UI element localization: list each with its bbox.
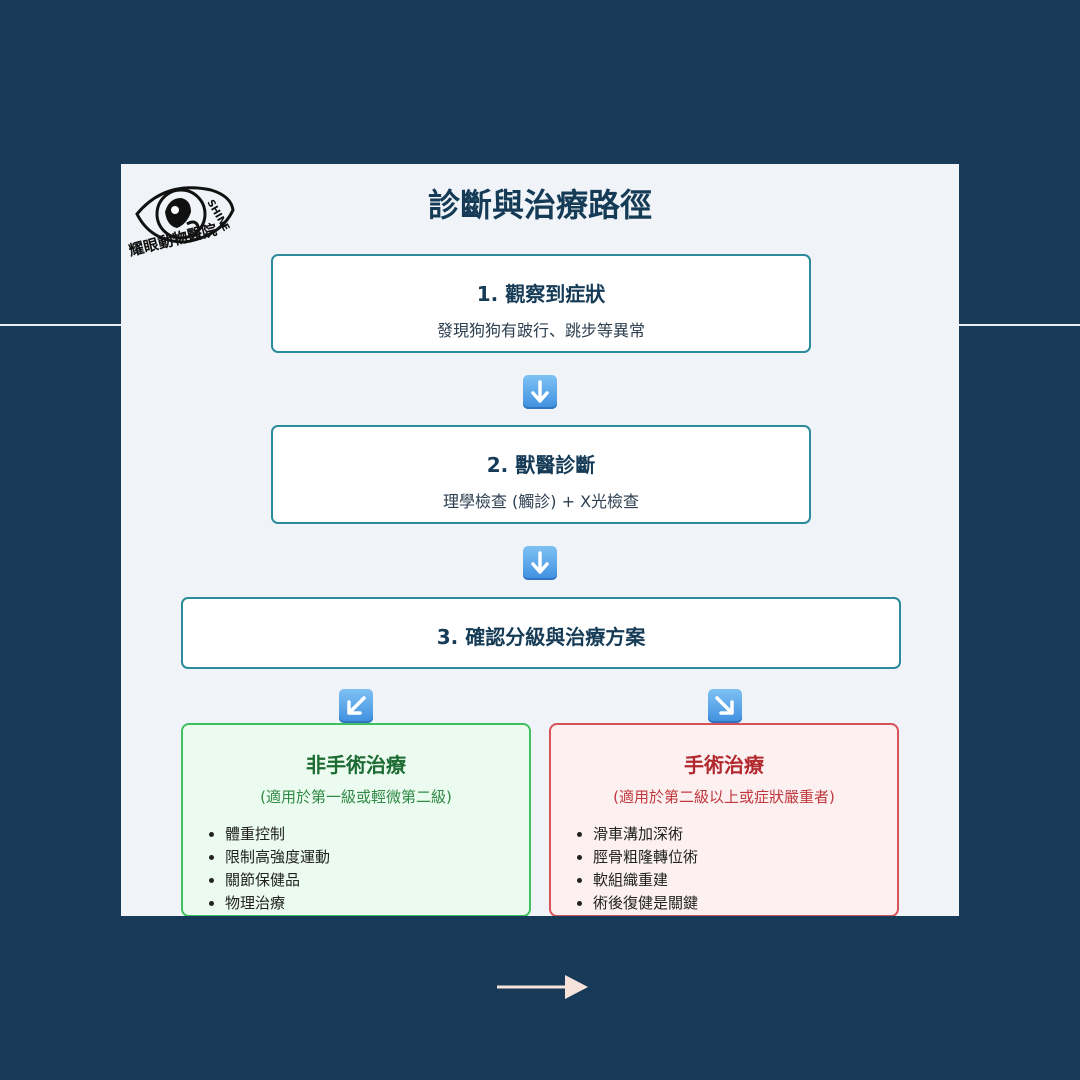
page-title: 診斷與治療路徑 <box>427 186 652 224</box>
down-arrow-icon <box>523 546 557 580</box>
divider-line-left <box>0 324 122 326</box>
non-surgical-treatment-box: 非手術治療 (適用於第一級或輕微第二級) 體重控制 限制高強度運動 關節保健品 … <box>181 723 531 916</box>
flowchart-panel: SHINE 耀眼動物醫院 診斷與治療路徑 1. 觀察到症狀 發現狗狗有跛行、跳步… <box>121 164 959 916</box>
down-right-arrow-icon <box>708 689 742 723</box>
branch-title: 非手術治療 <box>306 753 406 777</box>
list-item: 關節保健品 <box>225 869 529 892</box>
down-arrow-icon <box>523 375 557 409</box>
step-heading: 2. 獸醫診斷 <box>486 453 596 477</box>
step-box-plan: 3. 確認分級與治療方案 <box>181 597 901 669</box>
surgical-treatment-box: 手術治療 (適用於第二級以上或症狀嚴重者) 滑車溝加深術 脛骨粗隆轉位術 軟組織… <box>549 723 899 916</box>
list-item: 滑車溝加深術 <box>593 823 897 846</box>
step-detail: 發現狗狗有跛行、跳步等異常 <box>436 321 645 340</box>
step-heading: 3. 確認分級與治療方案 <box>436 625 646 649</box>
clinic-logo-icon: SHINE <box>135 186 235 244</box>
list-item: 術後復健是關鍵 <box>593 892 897 915</box>
step-detail: 理學檢查 (觸診) + X光檢查 <box>442 492 640 511</box>
list-item: 體重控制 <box>225 823 529 846</box>
treatment-list: 滑車溝加深術 脛骨粗隆轉位術 軟組織重建 術後復健是關鍵 <box>551 823 897 915</box>
step-heading: 1. 觀察到症狀 <box>476 282 606 306</box>
step-box-observe: 1. 觀察到症狀 發現狗狗有跛行、跳步等異常 <box>271 254 811 353</box>
divider-line-right <box>958 324 1080 326</box>
branch-title: 手術治療 <box>684 753 764 777</box>
list-item: 限制高強度運動 <box>225 846 529 869</box>
list-item: 脛骨粗隆轉位術 <box>593 846 897 869</box>
branch-subtitle: (適用於第一級或輕微第二級) <box>260 788 452 806</box>
branch-subtitle: (適用於第二級以上或症狀嚴重者) <box>613 788 835 806</box>
list-item: 物理治療 <box>225 892 529 915</box>
step-box-diagnosis: 2. 獸醫診斷 理學檢查 (觸診) + X光檢查 <box>271 425 811 524</box>
list-item: 軟組織重建 <box>593 869 897 892</box>
down-left-arrow-icon <box>339 689 373 723</box>
clinic-logo: SHINE 耀眼動物醫院 <box>125 176 237 272</box>
right-arrow-icon[interactable] <box>497 972 589 1002</box>
treatment-list: 體重控制 限制高強度運動 關節保健品 物理治療 <box>183 823 529 915</box>
